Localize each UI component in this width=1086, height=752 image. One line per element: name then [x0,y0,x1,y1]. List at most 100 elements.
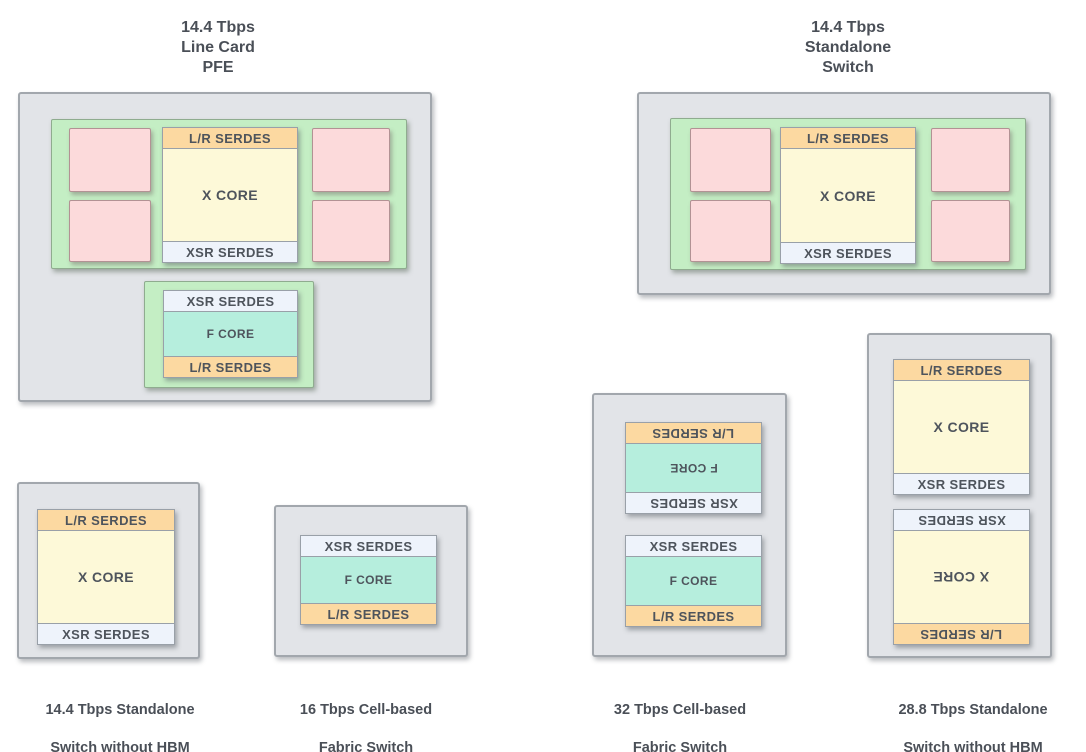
xsr-serdes-block: XSR SERDES [625,492,762,514]
caption-line: Switch without HBM [50,740,190,752]
xsr-serdes-block: XSR SERDES [37,623,175,645]
x-core-block: X CORE [162,148,298,242]
hbm-block [69,200,151,262]
lr-serdes-block: L/R SERDES [37,509,175,531]
caption-line: Fabric Switch [318,740,414,752]
x-die-stack-rotated: XSR SERDES X CORE L/R SERDES [893,509,1030,645]
lr-serdes-block: L/R SERDES [300,603,437,625]
x-core-block: X CORE [780,148,916,243]
lr-serdes-block: L/R SERDES [893,623,1030,645]
fabric-32-board: L/R SERDES F CORE XSR SERDES XSR SERDES … [592,393,787,657]
hbm-block [690,128,771,192]
title-line: Line Card [181,39,255,56]
caption-line: Switch without HBM [903,740,1043,752]
hbm-block [312,200,390,262]
lr-serdes-block: L/R SERDES [893,359,1030,381]
x-core-block: X CORE [893,380,1030,474]
lr-serdes-label: L/R SERDES [806,130,889,146]
xsr-serdes-block: XSR SERDES [893,509,1030,531]
f-core-label: F CORE [669,461,718,475]
lr-serdes-label: L/R SERDES [188,130,271,146]
standalone-switch-board: L/R SERDES X CORE XSR SERDES [637,92,1051,295]
hbm-block [690,200,771,262]
lr-serdes-block: L/R SERDES [163,356,298,378]
pfe-board: L/R SERDES X CORE XSR SERDES XSR SERDES … [18,92,432,402]
lr-serdes-block: L/R SERDES [625,605,762,627]
lr-serdes-label: L/R SERDES [189,359,272,375]
f-die-stack: XSR SERDES F CORE L/R SERDES [625,535,762,627]
x-die-stack: L/R SERDES X CORE XSR SERDES [37,509,175,645]
title-line: 14.4 Tbps [181,19,255,36]
f-core-block: F CORE [163,311,298,357]
caption-line: 14.4 Tbps Standalone [45,702,195,718]
f-die-stack-rotated: L/R SERDES F CORE XSR SERDES [625,422,762,514]
lr-serdes-block: L/R SERDES [162,127,298,149]
caption-line: 32 Tbps Cell-based [613,702,747,718]
f-die-stack: XSR SERDES F CORE L/R SERDES [163,290,298,378]
lr-serdes-label: L/R SERDES [920,626,1003,642]
xsr-serdes-label: XSR SERDES [804,245,892,261]
x-die-stack: L/R SERDES X CORE XSR SERDES [893,359,1030,495]
pfe-main-chip-package: L/R SERDES X CORE XSR SERDES [51,119,407,269]
caption-line: Fabric Switch [632,740,728,752]
title-line-card-pfe: 14.4 Tbps Line Card PFE [118,18,318,78]
xsr-serdes-label: XSR SERDES [186,293,275,309]
xsr-serdes-label: XSR SERDES [917,512,1006,528]
xsr-serdes-label: XSR SERDES [917,476,1006,492]
standalone-chip-package: L/R SERDES X CORE XSR SERDES [670,118,1026,270]
x-die-stack: L/R SERDES X CORE XSR SERDES [780,127,916,264]
hbm-block [931,128,1010,192]
lr-serdes-label: L/R SERDES [652,608,735,624]
caption-fabric-16: 16 Tbps Cell-based Fabric Switch [261,682,471,752]
f-core-label: F CORE [206,327,255,341]
lr-serdes-label: L/R SERDES [920,362,1003,378]
hbm-block [69,128,151,192]
f-core-block: F CORE [625,443,762,493]
xsr-serdes-block: XSR SERDES [163,290,298,312]
caption-standalone-144-no-hbm: 14.4 Tbps Standalone Switch without HBM [15,682,225,752]
x-core-label: X CORE [77,569,135,585]
lr-serdes-label: L/R SERDES [327,606,410,622]
f-core-block: F CORE [300,556,437,604]
xsr-serdes-label: XSR SERDES [324,538,413,554]
xsr-serdes-block: XSR SERDES [300,535,437,557]
lr-serdes-label: L/R SERDES [652,425,735,441]
title-standalone-switch: 14.4 Tbps Standalone Switch [748,18,948,78]
x-core-label: X CORE [933,419,990,435]
fabric-16-board: XSR SERDES F CORE L/R SERDES [274,505,468,657]
hbm-block [931,200,1010,262]
standalone-28-board: L/R SERDES X CORE XSR SERDES XSR SERDES … [867,333,1052,658]
f-die-stack: XSR SERDES F CORE L/R SERDES [300,535,437,625]
xsr-serdes-block: XSR SERDES [780,242,916,264]
pfe-fabric-chip-package: XSR SERDES F CORE L/R SERDES [144,281,314,388]
x-core-block: X CORE [37,530,175,624]
f-core-label: F CORE [344,573,393,587]
x-core-label: X CORE [819,187,877,204]
caption-line: 28.8 Tbps Standalone [898,702,1048,718]
xsr-serdes-label: XSR SERDES [649,538,738,554]
title-line: PFE [202,59,234,76]
xsr-serdes-label: XSR SERDES [649,495,738,511]
xsr-serdes-block: XSR SERDES [162,241,298,263]
title-line: Standalone [804,39,892,56]
standalone-no-hbm-board: L/R SERDES X CORE XSR SERDES [17,482,200,659]
xsr-serdes-block: XSR SERDES [625,535,762,557]
title-line: Switch [822,59,874,76]
caption-line: 16 Tbps Cell-based [299,702,433,718]
xsr-serdes-label: XSR SERDES [62,626,150,642]
lr-serdes-label: L/R SERDES [64,512,147,528]
x-core-block: X CORE [893,530,1030,624]
f-core-block: F CORE [625,556,762,606]
caption-fabric-32: 32 Tbps Cell-based Fabric Switch [575,682,785,752]
x-core-label: X CORE [933,569,990,585]
xsr-serdes-label: XSR SERDES [186,244,274,260]
x-die-stack: L/R SERDES X CORE XSR SERDES [162,127,298,263]
lr-serdes-block: L/R SERDES [625,422,762,444]
x-core-label: X CORE [201,187,259,203]
f-core-label: F CORE [669,574,718,588]
title-line: 14.4 Tbps [811,19,885,36]
xsr-serdes-block: XSR SERDES [893,473,1030,495]
caption-standalone-288-no-hbm: 28.8 Tbps Standalone Switch without HBM [868,682,1078,752]
hbm-block [312,128,390,192]
